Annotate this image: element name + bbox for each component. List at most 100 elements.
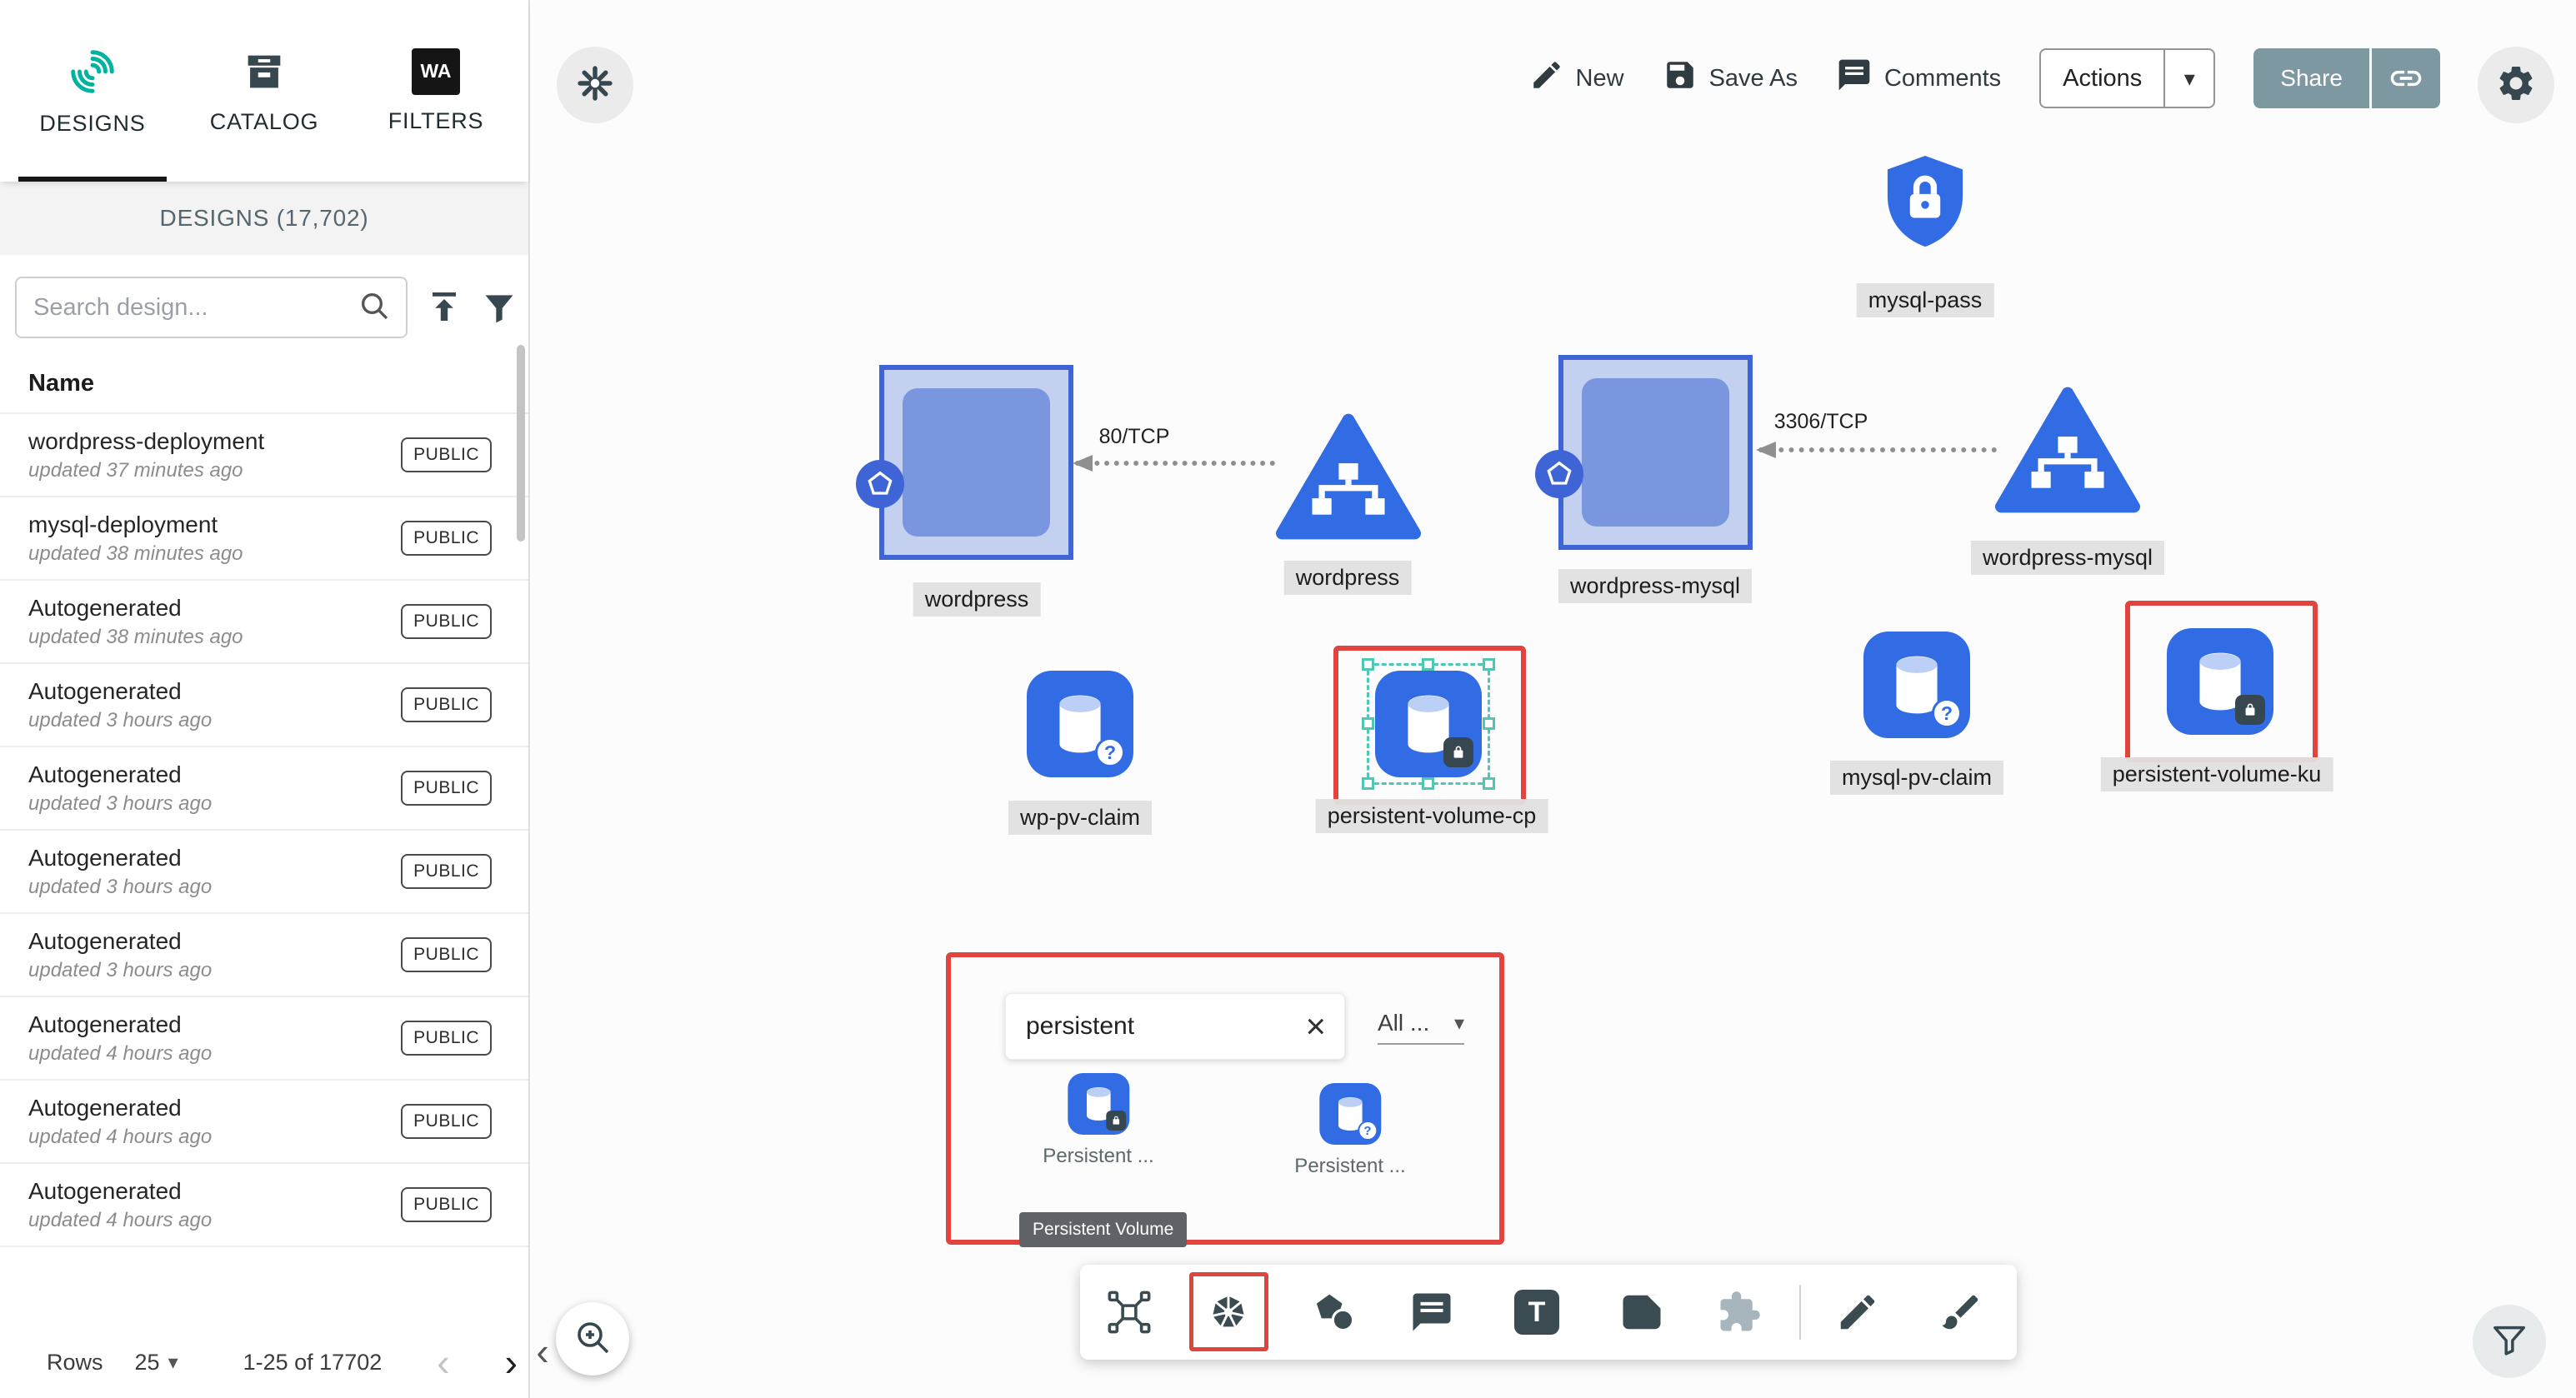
design-row[interactable]: Autogenerated updated 3 hours ago PUBLIC [0, 831, 528, 914]
selection-outline[interactable] [1362, 658, 1495, 790]
actions-label[interactable]: Actions [2063, 64, 2143, 92]
tab-filters[interactable]: WA FILTERS [350, 0, 522, 182]
design-row[interactable]: Autogenerated updated 38 minutes ago PUB… [0, 581, 528, 664]
node-wordpress-mysql-deployment[interactable] [1535, 355, 1753, 550]
designs-sidebar: DESIGNS CATALOG WA FILTERS DESIGNS (17 [0, 0, 530, 1398]
shapes-icon [1316, 1294, 1355, 1332]
design-row[interactable]: Autogenerated updated 3 hours ago PUBLIC [0, 747, 528, 831]
tab-designs[interactable]: DESIGNS [7, 0, 178, 182]
node-wordpress-mysql-service[interactable] [1995, 382, 2140, 522]
actions-split-button[interactable]: Actions ▾ [2039, 48, 2216, 108]
tab-catalog[interactable]: CATALOG [178, 0, 350, 182]
comment-tool-button[interactable] [1409, 1290, 1454, 1335]
node-mysql-pass-secret[interactable] [1882, 152, 1968, 252]
category-filter-select[interactable]: All ... ▾ [1378, 1010, 1464, 1045]
lock-badge-icon [2235, 695, 2265, 725]
link-icon [2390, 70, 2422, 87]
design-name: mysql-deployment [28, 511, 218, 537]
copy-link-button[interactable] [2372, 48, 2440, 108]
wasm-filter-icon: WA [412, 47, 460, 95]
actions-caret-button[interactable]: ▾ [2163, 50, 2213, 107]
sidebar-scrollbar-thumb[interactable] [517, 345, 525, 542]
share-button[interactable]: Share [2253, 48, 2369, 108]
extension-tool-button[interactable] [1717, 1290, 1762, 1335]
name-column-header: Name [28, 370, 94, 397]
node-persistent-volume-cp[interactable] [1375, 671, 1482, 777]
selection-handle[interactable] [1362, 777, 1374, 790]
design-search-row [0, 255, 528, 357]
brush-tool-button[interactable] [1938, 1290, 1983, 1335]
design-row[interactable]: Autogenerated updated 3 hours ago PUBLIC [0, 914, 528, 997]
node-wordpress-service[interactable] [1276, 409, 1421, 548]
design-canvas[interactable]: New Save As Comments Actions ▾ [532, 0, 2576, 1398]
puzzle-icon [1720, 1291, 1760, 1331]
edge-mysql-service[interactable] [1756, 442, 1997, 458]
visibility-badge: PUBLIC [401, 771, 492, 806]
settings-button[interactable] [2478, 47, 2554, 123]
collapse-sidebar-button[interactable]: ‹ [536, 1330, 549, 1373]
canvas-menu-button[interactable] [557, 47, 633, 123]
node-persistent-volume-ku[interactable] [2167, 628, 2273, 735]
comments-button[interactable]: Comments [1836, 57, 2001, 100]
caret-down-icon: ▾ [168, 1351, 178, 1374]
new-design-label: New [1575, 64, 1624, 92]
note-tool-button[interactable] [1619, 1290, 1664, 1335]
edge-wordpress-service[interactable] [1073, 455, 1275, 472]
node-label-persistent-volume-cp: persistent-volume-cp [1315, 799, 1548, 833]
node-mysql-pv-claim[interactable]: ? [1863, 632, 1970, 738]
design-search-input[interactable] [32, 292, 349, 322]
tab-filters-label: FILTERS [388, 107, 484, 133]
search-result-persistent-volume-claim[interactable]: ? Persistent ... [1294, 1083, 1406, 1178]
design-row[interactable]: mysql-deployment updated 38 minutes ago … [0, 497, 528, 581]
design-row[interactable]: Autogenerated updated 3 hours ago PUBLIC [0, 664, 528, 747]
rows-per-page-select[interactable]: 25 ▾ [135, 1350, 178, 1376]
selection-handle[interactable] [1483, 717, 1495, 730]
node-wp-pv-claim[interactable]: ? [1027, 671, 1133, 777]
pen-tool-button[interactable] [1835, 1290, 1880, 1335]
prev-page-button[interactable]: ‹ [437, 1341, 450, 1384]
node-wordpress-deployment[interactable] [856, 365, 1073, 560]
annotation-rect-component-search [946, 952, 1504, 1245]
design-row-text: Autogenerated updated 3 hours ago [28, 761, 212, 816]
design-search-box[interactable] [15, 277, 408, 338]
design-row[interactable]: Autogenerated updated 4 hours ago PUBLIC [0, 997, 528, 1081]
search-result-persistent-volume[interactable]: Persistent ... [1043, 1073, 1154, 1168]
canvas-filter-button[interactable] [2473, 1305, 2546, 1378]
next-page-button[interactable]: › [504, 1341, 518, 1384]
new-design-button[interactable]: New [1529, 57, 1624, 99]
zoom-button[interactable] [556, 1302, 629, 1376]
components-tool-button[interactable] [1107, 1290, 1152, 1335]
save-as-label: Save As [1708, 64, 1798, 92]
visibility-badge: PUBLIC [401, 1104, 492, 1139]
save-as-button[interactable]: Save As [1663, 57, 1798, 99]
design-row-text: Autogenerated updated 38 minutes ago [28, 595, 243, 649]
comment-icon [1413, 1293, 1451, 1331]
dock-divider [1799, 1285, 1801, 1340]
selection-handle[interactable] [1362, 658, 1374, 671]
filter-designs-button[interactable] [481, 289, 518, 326]
import-design-button[interactable] [424, 287, 464, 327]
design-updated: updated 4 hours ago [28, 1208, 213, 1231]
selection-handle[interactable] [1362, 717, 1374, 730]
design-name: Autogenerated [28, 594, 182, 621]
design-name: Autogenerated [28, 844, 182, 871]
visibility-badge: PUBLIC [401, 1021, 492, 1056]
pencil-icon [1529, 57, 1564, 99]
selection-handle[interactable] [1483, 777, 1495, 790]
design-row[interactable]: Autogenerated updated 4 hours ago PUBLIC [0, 1164, 528, 1247]
component-search-input[interactable] [1024, 1011, 1296, 1041]
selection-handle[interactable] [1422, 658, 1434, 671]
shapes-tool-button[interactable] [1313, 1290, 1358, 1335]
kubernetes-tool-button[interactable] [1204, 1288, 1253, 1336]
design-row[interactable]: Autogenerated updated 4 hours ago PUBLIC [0, 1081, 528, 1164]
tool-dock: T [1080, 1265, 2017, 1360]
rows-per-page-value: 25 [134, 1349, 160, 1375]
component-search-box[interactable]: × [1005, 993, 1345, 1060]
close-icon[interactable]: × [1305, 1006, 1326, 1046]
selection-handle[interactable] [1422, 777, 1434, 790]
design-row[interactable]: wordpress-deployment updated 37 minutes … [0, 414, 528, 497]
selection-handle[interactable] [1483, 658, 1495, 671]
flowchart-icon [1108, 1291, 1151, 1334]
text-tool-button[interactable]: T [1514, 1290, 1559, 1335]
pen-icon [1840, 1295, 1875, 1330]
